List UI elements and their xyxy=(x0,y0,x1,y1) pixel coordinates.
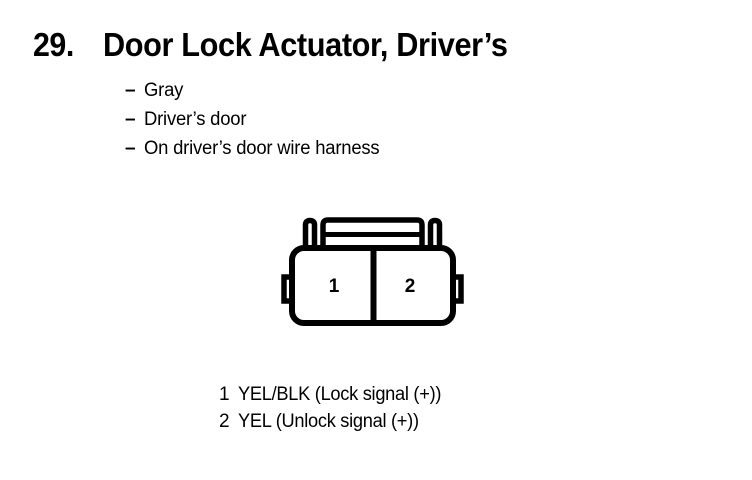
connector-drawing: 1 2 xyxy=(281,217,464,326)
legend-pin-description: YEL/BLK (Lock signal (+)) xyxy=(238,384,442,405)
legend-row: 1 YEL/BLK (Lock signal (+)) xyxy=(219,381,450,408)
list-item: – Driver’s door xyxy=(125,105,387,134)
legend-pin-description: YEL (Unlock signal (+)) xyxy=(238,411,419,432)
page-title: Door Lock Actuator, Driver’s xyxy=(103,26,508,63)
legend-pin-number: 2 xyxy=(219,411,230,432)
page-heading: 29. Door Lock Actuator, Driver’s xyxy=(33,26,538,64)
left-guide-post-icon xyxy=(302,217,318,248)
dash-bullet-icon: – xyxy=(125,109,136,130)
list-item: – On driver’s door wire harness xyxy=(125,134,387,163)
list-item-label: Gray xyxy=(144,80,184,101)
dash-bullet-icon: – xyxy=(125,80,136,101)
right-guide-post-icon xyxy=(427,217,443,248)
dash-bullet-icon: – xyxy=(125,138,136,159)
list-item-label: Driver’s door xyxy=(144,109,247,130)
left-retention-tab-icon xyxy=(281,274,293,304)
connector-diagram: 1 2 xyxy=(270,205,480,340)
cavity-number-1: 1 xyxy=(329,276,340,297)
heading-item-number: 29. xyxy=(33,26,74,63)
list-item: – Gray xyxy=(125,76,387,105)
cavity-number-2: 2 xyxy=(405,276,416,297)
legend-pin-number: 1 xyxy=(219,384,230,405)
latch-bar-outline-icon xyxy=(320,217,425,248)
right-retention-tab-icon xyxy=(452,274,464,304)
connector-attribute-list: – Gray – Driver’s door – On driver’s doo… xyxy=(125,76,387,163)
pin-legend: 1 YEL/BLK (Lock signal (+)) 2 YEL (Unloc… xyxy=(219,381,450,435)
list-item-label: On driver’s door wire harness xyxy=(144,138,380,159)
legend-row: 2 YEL (Unlock signal (+)) xyxy=(219,408,450,435)
